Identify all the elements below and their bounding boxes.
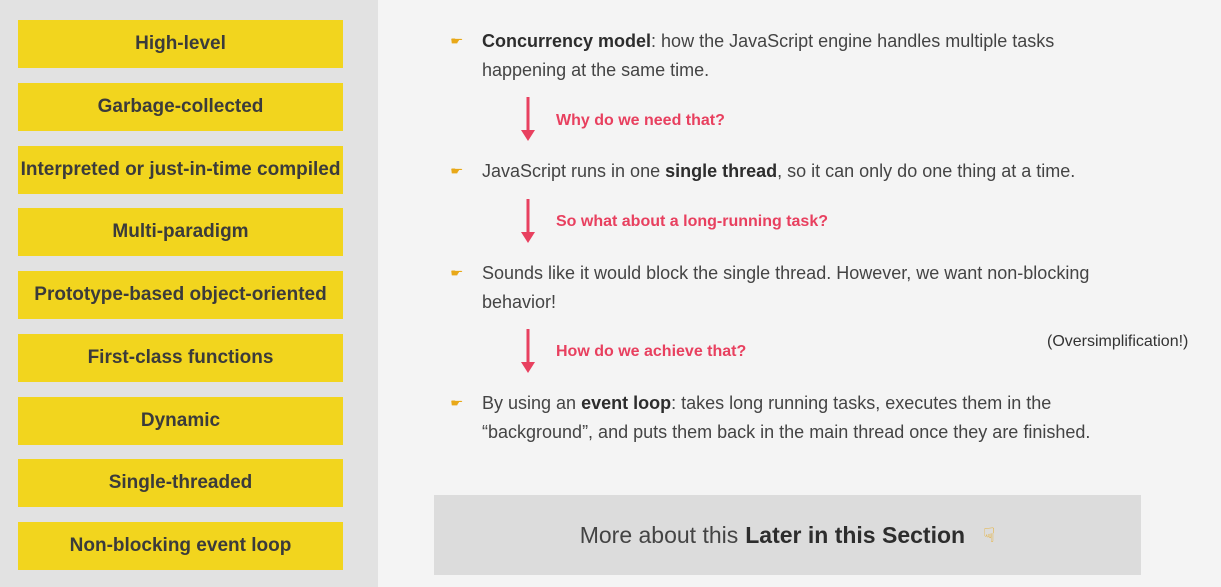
feature-garbage-collected: Garbage-collected [18, 83, 343, 131]
pointing-hand-right-icon: ☛ [450, 35, 464, 48]
feature-single-threaded: Single-threaded [18, 459, 343, 507]
feature-interpreted: Interpreted or just-in-time compiled [18, 146, 343, 194]
feature-dynamic: Dynamic [18, 397, 343, 445]
feature-high-level: High-level [18, 20, 343, 68]
question-why: Why do we need that? [556, 112, 725, 129]
bullet-single-thread: JavaScript runs in one single thread, so… [482, 157, 1122, 186]
pointing-hand-right-icon: ☛ [450, 165, 464, 178]
bullet-text: JavaScript runs in one [482, 161, 666, 181]
bullet-event-loop: By using an event loop: takes long runni… [482, 389, 1122, 447]
bullet-text: Sounds like it would block the single th… [482, 263, 1090, 283]
bullet-bold: Concurrency model [482, 31, 652, 51]
pointing-hand-right-icon: ☛ [450, 267, 464, 280]
bullet-concurrency-model: Concurrency model: how the JavaScript en… [482, 27, 1122, 85]
bullet-bold: single thread [665, 161, 778, 181]
down-arrow-icon [521, 97, 535, 141]
bullet-text: : how the JavaScript engine handles mult… [651, 31, 1055, 51]
bullet-text: behavior! [482, 292, 557, 312]
bullet-text: “background”, and puts them back in the … [482, 422, 1091, 442]
bullet-text: happening at the same time. [482, 60, 710, 80]
bullet-non-blocking: Sounds like it would block the single th… [482, 259, 1122, 317]
bullet-text: By using an [482, 393, 582, 413]
bullet-bold: event loop [581, 393, 672, 413]
pointing-hand-right-icon: ☛ [450, 397, 464, 410]
question-achieve: How do we achieve that? [556, 343, 747, 360]
feature-non-blocking: Non-blocking event loop [18, 522, 343, 570]
bullet-text: , so it can only do one thing at a time. [777, 161, 1076, 181]
oversimplification-note: (Oversimplification!) [1047, 333, 1189, 350]
down-arrow-icon [521, 329, 535, 373]
bullet-text: : takes long running tasks, executes the… [671, 393, 1052, 413]
banner-text: More about this [579, 521, 739, 548]
banner-bold: Later in this Section [745, 521, 966, 548]
feature-first-class-functions: First-class functions [18, 334, 343, 382]
more-later-banner: More about this Later in this Section ☟ [434, 495, 1141, 575]
pointing-hand-down-icon: ☟ [983, 524, 996, 547]
down-arrow-icon [521, 199, 535, 243]
feature-prototype-based: Prototype-based object-oriented [18, 271, 343, 319]
question-long-running: So what about a long-running task? [556, 213, 828, 230]
features-sidebar: High-level Garbage-collected Interpreted… [0, 0, 378, 587]
feature-multi-paradigm: Multi-paradigm [18, 208, 343, 256]
